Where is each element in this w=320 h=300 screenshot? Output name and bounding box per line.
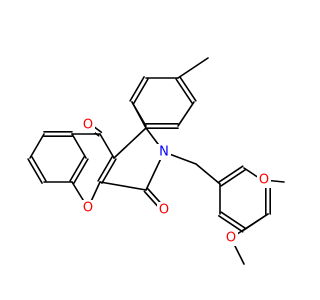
bond-line-8-0 [99,133,115,159]
bond-line-27-0 [220,169,247,187]
atom-label-o: O [83,118,93,133]
bond-line-18-0 [133,78,149,104]
bond-line-31-1 [217,215,244,233]
bond-line-31-0 [220,211,247,229]
bond-line-26-0 [195,163,221,185]
bond-line-15-0 [99,181,147,191]
bond-line-3-0 [73,158,89,184]
atom-label-n: N [159,145,169,160]
bond-line-18-1 [129,76,145,102]
atom-nitrogen: N [157,144,171,160]
atom-label-o: O [83,201,93,216]
atom-label-o: O [259,173,269,188]
bond-line-0-0 [29,133,45,159]
bond-line-21-0 [177,101,195,127]
atom-label-o: O [159,203,169,218]
bond-line-27-1 [217,165,244,183]
bond-line-20-0 [175,78,193,105]
bond-line-3-1 [69,156,85,182]
molecule-structure: O O O N O O [0,0,300,300]
atom-carbonyl-oxygen-top: O [81,117,95,133]
bond-line-24-0 [177,57,209,79]
bond-line-20-1 [179,75,197,102]
atom-carbonyl-oxygen-lactam: O [157,202,171,218]
bond-line-9-0 [97,156,113,182]
atom-label-layer: O O O N O O [81,117,271,246]
bond-line-1-1 [31,156,47,182]
atom-ring-oxygen: O [81,200,95,216]
atom-methoxy-oxygen-upper: O [257,172,271,188]
bond-line-1-0 [27,158,43,184]
bond-line-23-0 [131,101,147,127]
diagram-background [0,0,300,300]
atom-label-o: O [226,231,236,246]
atom-methoxy-oxygen-lower: O [224,230,238,246]
bond-line-9-1 [101,158,117,184]
bond-line-4-0 [71,133,87,159]
bond-line-12-0 [113,127,147,159]
